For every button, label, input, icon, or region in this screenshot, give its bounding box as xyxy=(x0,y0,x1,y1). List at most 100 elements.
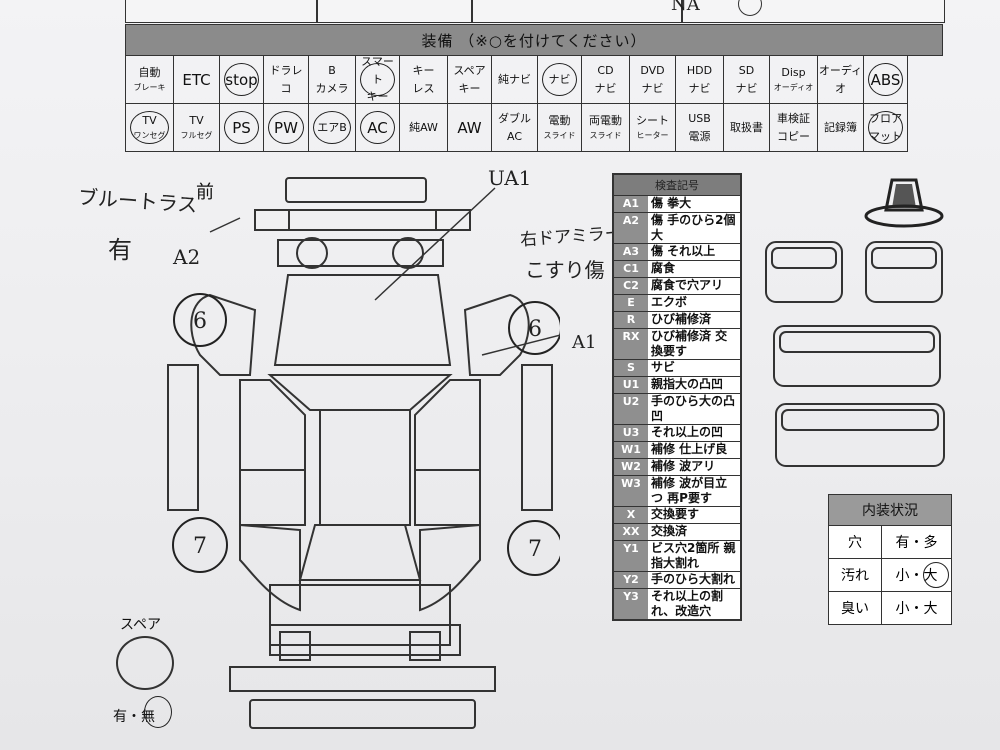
seat-layout-diagram xyxy=(765,241,945,467)
legend-description: それ以上の凹 xyxy=(651,425,724,439)
legend-description: 親指大の凸凹 xyxy=(651,377,724,391)
equipment-option[interactable]: ABS xyxy=(864,56,908,104)
equipment-title: 装備 （※○を付けてください） xyxy=(125,24,943,56)
equipment-option[interactable]: 電動スライド xyxy=(538,104,582,152)
selection-circle xyxy=(923,562,949,588)
equipment-option[interactable]: フロアマット xyxy=(864,104,908,152)
top-strip-code: NA xyxy=(671,0,700,15)
tire-front-right xyxy=(508,301,560,355)
legend-description: ひび補修済 交換要す xyxy=(651,329,728,358)
interior-value[interactable]: 小・大 xyxy=(882,559,951,591)
legend-code: R xyxy=(614,312,648,328)
note-a1: A1 xyxy=(572,332,597,353)
legend-code: Y3 xyxy=(614,589,648,619)
legend-code: U1 xyxy=(614,377,648,393)
equipment-option[interactable]: 両電動スライド xyxy=(582,104,630,152)
equipment-option-sublabel: キー xyxy=(458,81,481,95)
side-sill-right xyxy=(521,364,553,511)
equipment-option[interactable]: オーディオ xyxy=(818,56,864,104)
equipment-option[interactable]: stop xyxy=(220,56,264,104)
rear-quarter-left xyxy=(239,523,301,612)
rear-door-right xyxy=(414,469,481,526)
equipment-option-label: HDD xyxy=(686,63,713,77)
equipment-option-label: 純ナビ xyxy=(498,72,531,86)
equipment-option[interactable]: キーレス xyxy=(400,56,448,104)
legend-description: ビス穴2箇所 親指大割れ xyxy=(651,541,736,570)
equipment-option-label: 自動 xyxy=(138,66,161,80)
headlight-right xyxy=(435,209,471,231)
equipment-option[interactable]: 車検証コピー xyxy=(770,104,818,152)
equipment-option-sublabel: コピー xyxy=(777,129,810,143)
equipment-option[interactable]: PS xyxy=(220,104,264,152)
equipment-option-label: 取扱書 xyxy=(730,120,763,134)
interior-row: 臭い小・大 xyxy=(829,591,951,624)
front-door-right xyxy=(414,379,481,471)
legend-description: 手のひら大の凸凹 xyxy=(651,394,736,423)
equipment-option[interactable]: ETC xyxy=(174,56,220,104)
note-mirror-2: こすり傷 xyxy=(525,258,605,282)
equipment-option-label: 両電動 xyxy=(589,114,622,128)
top-strip: NA xyxy=(125,0,945,23)
rear-glass xyxy=(298,524,422,581)
equipment-option-label: CD xyxy=(597,63,614,77)
windshield xyxy=(267,374,453,411)
equipment-option-label: ダブル xyxy=(498,111,531,125)
interior-value[interactable]: 小・大 xyxy=(895,601,938,617)
legend-code: RX xyxy=(614,329,648,359)
interior-value[interactable]: 有・多 xyxy=(895,535,938,551)
legend-code: E xyxy=(614,295,648,311)
equipment-option[interactable]: スマートキー xyxy=(356,55,400,104)
equipment-option-label: PS xyxy=(232,118,251,137)
equipment-option[interactable]: PW xyxy=(264,104,309,152)
note-ua1: UA1 xyxy=(488,166,532,190)
equipment-option[interactable]: AC xyxy=(356,104,400,152)
legend-code: U3 xyxy=(614,425,648,441)
interior-title: 内装状況 xyxy=(829,495,951,525)
seat-third-row xyxy=(775,403,945,467)
car-damage-diagram: 6 6 7 7 xyxy=(167,177,560,729)
rear-lower xyxy=(269,624,461,656)
equipment-option-label: DVD xyxy=(640,63,665,77)
equipment-option[interactable]: スペアキー xyxy=(448,56,492,104)
legend-description: 交換要す xyxy=(651,507,700,521)
equipment-option[interactable]: 自動ブレーキ xyxy=(126,56,174,104)
equipment-option[interactable]: 記録簿 xyxy=(818,104,864,152)
equipment-option[interactable]: 純ナビ xyxy=(492,56,538,104)
seat-front-left xyxy=(765,241,843,303)
legend-code: S xyxy=(614,360,648,376)
equipment-option[interactable]: AW xyxy=(448,104,492,152)
equipment-option-label: 電動 xyxy=(548,114,571,128)
taillight-left xyxy=(279,631,311,661)
side-sill-left xyxy=(167,364,199,511)
equipment-option-label: エアB xyxy=(317,120,347,134)
equipment-option[interactable]: ナビ xyxy=(538,56,582,104)
equipment-option[interactable]: シートヒーター xyxy=(630,104,676,152)
equipment-option[interactable]: ドラレコ xyxy=(264,56,309,104)
equipment-option-sublabel: スライド xyxy=(543,130,576,140)
equipment-option[interactable]: 純AW xyxy=(400,104,448,152)
equipment-option-label: USB xyxy=(688,111,711,125)
equipment-option-label: ABS xyxy=(870,70,901,89)
legend-code: A2 xyxy=(614,213,648,243)
equipment-option[interactable]: 取扱書 xyxy=(724,104,770,152)
legend-code: A1 xyxy=(614,196,648,212)
note-bullbar-yes: 有 xyxy=(108,236,132,264)
equipment-option[interactable]: エアB xyxy=(309,104,356,152)
